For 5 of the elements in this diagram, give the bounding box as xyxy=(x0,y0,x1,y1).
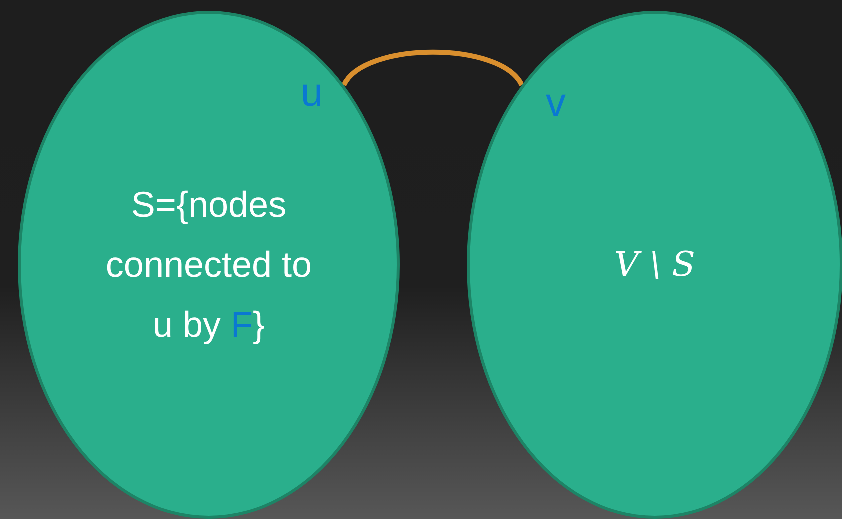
connector-arc xyxy=(342,50,524,87)
vertex-label: u xyxy=(300,73,324,113)
vertex-label: v xyxy=(546,83,566,123)
region-text: S={nodes connected to u by F} xyxy=(104,183,314,347)
math-label: V \ S xyxy=(614,244,696,286)
